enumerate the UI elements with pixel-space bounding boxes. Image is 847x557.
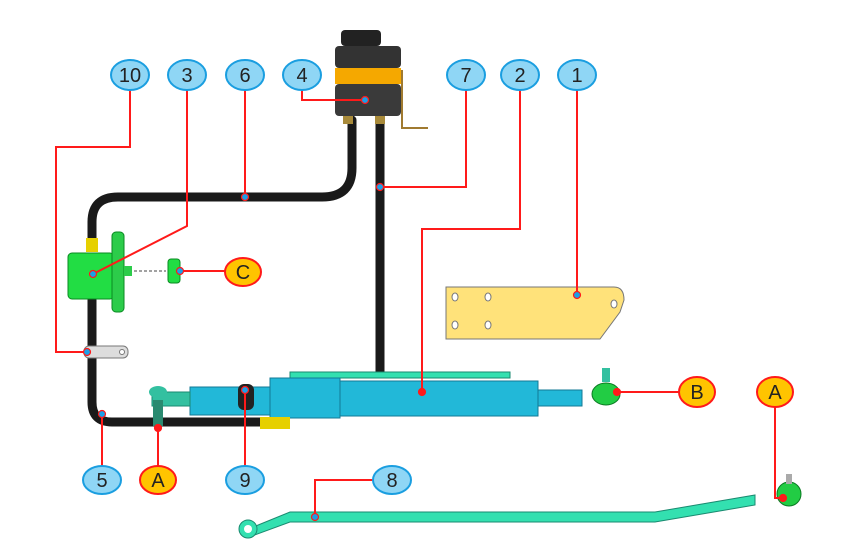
leader-dots: [82, 95, 788, 522]
callout-A-left: A: [139, 465, 177, 495]
mounting-bracket: [445, 286, 625, 340]
hose-5: [87, 295, 267, 427]
svg-text:6: 6: [239, 65, 250, 87]
callout-2: 2: [500, 59, 540, 91]
callout-6: 6: [225, 59, 265, 91]
callout-C: C: [224, 257, 262, 287]
svg-text:1: 1: [571, 65, 582, 87]
svg-text:B: B: [690, 382, 703, 404]
callout-9: 9: [225, 465, 265, 495]
svg-text:A: A: [151, 470, 165, 492]
svg-text:5: 5: [96, 470, 107, 492]
callout-3: 3: [167, 59, 207, 91]
svg-text:C: C: [236, 262, 250, 284]
callout-5: 5: [82, 465, 122, 495]
hydraulic-pump: [67, 231, 181, 313]
callout-1: 1: [557, 59, 597, 91]
svg-text:2: 2: [514, 65, 525, 87]
reservoir: [335, 30, 428, 129]
callout-4: 4: [282, 59, 322, 91]
svg-text:A: A: [768, 382, 782, 404]
leader-lines: [55, 90, 783, 517]
svg-text:9: 9: [239, 470, 250, 492]
callout-A-right: A: [756, 376, 794, 408]
bracket-holes: [451, 292, 618, 330]
svg-text:8: 8: [386, 470, 397, 492]
callout-7: 7: [446, 59, 486, 91]
callout-B: B: [678, 376, 716, 408]
svg-text:3: 3: [181, 65, 192, 87]
callout-8: 8: [372, 465, 412, 495]
callout-10: 10: [110, 59, 150, 91]
tie-rod: [238, 474, 802, 539]
svg-text:10: 10: [119, 65, 141, 87]
svg-text:7: 7: [460, 65, 471, 87]
hose-6: [87, 115, 357, 245]
svg-text:4: 4: [296, 65, 307, 87]
